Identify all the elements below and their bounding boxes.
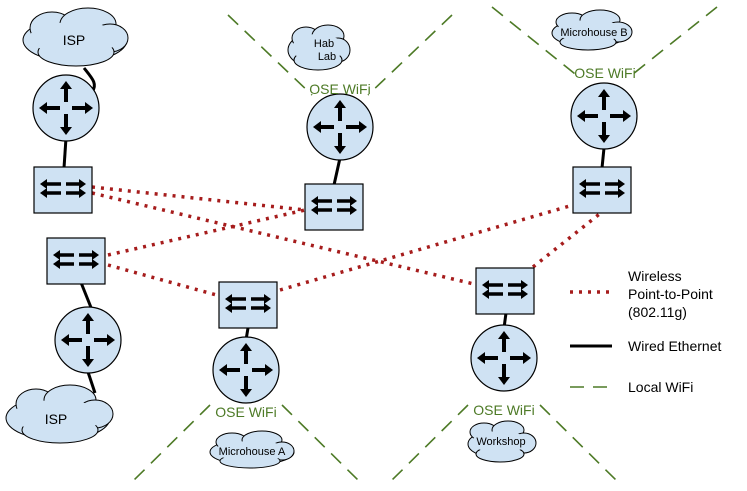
cloud-hab-lab: Hab Lab bbox=[287, 24, 351, 71]
isp-top-label: ISP bbox=[63, 32, 86, 48]
ethernet-links bbox=[62, 67, 606, 394]
wireless-links bbox=[91, 185, 604, 298]
microhouse-a-label: Microhouse A bbox=[219, 446, 286, 458]
legend-wireless-line1: Wireless bbox=[628, 268, 682, 284]
cloud-microhouse-a: Microhouse A bbox=[209, 430, 295, 469]
wifi-label-microhouse-a: OSE WiFi bbox=[215, 404, 276, 420]
wifi-label-microhouse-b: OSE WiFi bbox=[574, 65, 635, 81]
switch-icon bbox=[474, 266, 536, 316]
router-icon bbox=[53, 305, 123, 375]
switch-icon bbox=[571, 165, 633, 215]
isp-bottom-label: ISP bbox=[45, 411, 68, 427]
legend: Wireless Point-to-Point (802.11g) Wired … bbox=[570, 268, 721, 395]
cloud-microhouse-b: Microhouse B bbox=[551, 9, 633, 51]
router-icon bbox=[31, 73, 101, 143]
local-wifi-lines bbox=[131, 6, 718, 483]
hab-lab-label-line1: Hab bbox=[314, 38, 334, 50]
switch-icon bbox=[303, 182, 365, 232]
cloud-isp-bottom: ISP bbox=[5, 384, 114, 444]
legend-wifi-label: Local WiFi bbox=[628, 379, 693, 395]
router-icon bbox=[305, 92, 375, 162]
router-icon bbox=[469, 323, 539, 393]
wifi-label-workshop: OSE WiFi bbox=[473, 402, 534, 418]
hab-lab-label-line2: Lab bbox=[318, 51, 336, 63]
legend-wireless-line2: Point-to-Point bbox=[628, 286, 713, 302]
router-icon bbox=[569, 81, 639, 151]
cloud-isp-top: ISP bbox=[22, 7, 129, 67]
switch-icon bbox=[217, 280, 279, 330]
legend-wired-label: Wired Ethernet bbox=[628, 338, 721, 354]
cloud-workshop: Workshop bbox=[467, 420, 537, 463]
legend-wireless-line3: (802.11g) bbox=[628, 304, 687, 320]
microhouse-b-label: Microhouse B bbox=[560, 27, 627, 39]
switch-icon bbox=[45, 236, 107, 286]
wifi-label-hab-lab: OSE WiFi bbox=[309, 81, 370, 97]
router-icon bbox=[211, 335, 281, 405]
switch-icon bbox=[32, 165, 94, 215]
workshop-label: Workshop bbox=[476, 436, 525, 448]
